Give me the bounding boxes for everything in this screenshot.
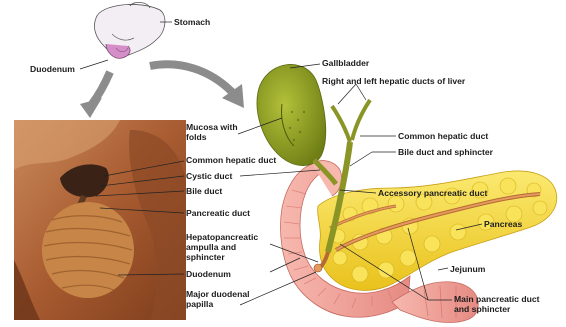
label-main-pancreatic: Main pancreatic duct and sphincter	[454, 294, 554, 314]
label-common-hepatic-right: Common hepatic duct	[398, 131, 488, 141]
label-hepatopancreatic: Hepatopancreatic ampulla and sphincter	[186, 232, 272, 262]
label-pancreas: Pancreas	[484, 219, 522, 229]
label-common-hepatic-photo: Common hepatic duct	[186, 155, 276, 165]
label-hepatic-ducts: Right and left hepatic ducts of liver	[322, 76, 465, 86]
label-jejunum: Jejunum	[450, 264, 485, 274]
label-pancreatic-duct: Pancreatic duct	[186, 208, 250, 218]
stomach-icon	[80, 2, 172, 69]
label-cystic-duct: Cystic duct	[186, 171, 232, 181]
label-stomach: Stomach	[174, 17, 210, 27]
arrow-to-illustration	[150, 64, 244, 108]
label-bile-duct-sphincter: Bile duct and sphincter	[398, 147, 493, 157]
label-mucosa: Mucosa with folds	[186, 122, 246, 142]
label-bile-duct: Bile duct	[186, 186, 222, 196]
photo-dissection	[14, 120, 186, 320]
arrow-to-photo	[80, 72, 110, 118]
label-duodenum-top: Duodenum	[30, 64, 75, 74]
label-accessory-duct: Accessory pancreatic duct	[378, 188, 487, 198]
label-duodenum-photo: Duodenum	[186, 269, 231, 279]
label-gallbladder: Gallbladder	[322, 58, 369, 68]
label-major-papilla: Major duodenal papilla	[186, 289, 256, 309]
